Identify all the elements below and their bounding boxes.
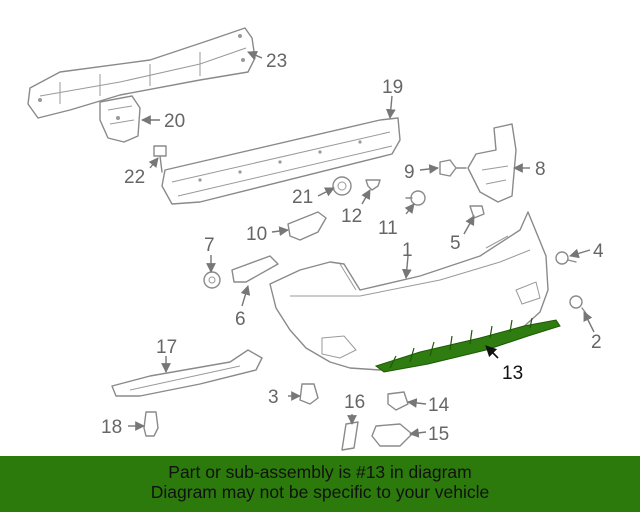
callout-12: 12 xyxy=(341,206,362,227)
callout-22: 22 xyxy=(124,167,145,188)
callout-16: 16 xyxy=(344,392,365,413)
part-18-clip xyxy=(143,411,159,437)
banner-line-disclaimer: Diagram may not be specific to your vehi… xyxy=(150,482,490,502)
part-7-fastener xyxy=(203,271,221,289)
callout-9: 9 xyxy=(404,162,415,183)
part-23-upper-reinforcement xyxy=(27,27,256,119)
part-17-lower-support xyxy=(111,349,263,397)
part-16-pad xyxy=(341,421,359,451)
part-22-bolt xyxy=(153,145,167,173)
part-2-screw xyxy=(569,295,589,317)
callout-7: 7 xyxy=(204,235,215,256)
callout-17: 17 xyxy=(156,337,177,358)
callout-19: 19 xyxy=(382,77,403,98)
callout-labels: 1 2 3 4 5 6 7 8 9 10 11 12 13 14 15 16 1… xyxy=(101,51,604,445)
info-banner: Part or sub-assembly is #13 in diagram D… xyxy=(0,456,640,512)
leader-lines xyxy=(128,50,595,438)
callout-2: 2 xyxy=(591,332,602,353)
part-9-clip xyxy=(439,159,467,177)
callout-1: 1 xyxy=(402,240,413,261)
callout-23: 23 xyxy=(266,51,287,72)
part-15-bracket xyxy=(371,423,413,447)
callout-21: 21 xyxy=(292,187,313,208)
callout-4: 4 xyxy=(593,241,604,262)
part-14-clip xyxy=(387,391,409,411)
callout-11: 11 xyxy=(378,218,398,239)
callout-20: 20 xyxy=(164,111,185,132)
part-12-clip xyxy=(365,179,381,191)
parts-diagram: 1 2 3 4 5 6 7 8 9 10 11 12 13 14 15 16 1… xyxy=(27,27,604,451)
banner-line-part: Part or sub-assembly is #13 in diagram xyxy=(168,462,472,482)
callout-13: 13 xyxy=(502,363,523,384)
callout-18: 18 xyxy=(101,417,122,438)
part-21-nut xyxy=(332,176,352,196)
part-1-bumper-cover xyxy=(269,211,549,371)
part-20-bracket xyxy=(99,95,141,143)
part-3-clip xyxy=(299,383,319,405)
callout-14: 14 xyxy=(428,395,450,416)
part-13-lower-molding xyxy=(374,317,561,373)
callout-10: 10 xyxy=(246,224,267,245)
part-19-bumper-reinforcement xyxy=(161,117,401,205)
callout-8: 8 xyxy=(535,159,546,180)
callout-6: 6 xyxy=(235,309,246,330)
part-8-side-bracket xyxy=(467,123,517,203)
callout-15: 15 xyxy=(428,424,449,445)
part-5-clip xyxy=(469,205,485,219)
part-4-screw xyxy=(555,251,577,265)
part-11-grommet xyxy=(405,190,426,206)
callout-5: 5 xyxy=(450,233,461,254)
part-6-bracket xyxy=(231,255,279,283)
callout-3: 3 xyxy=(268,387,279,408)
part-10-bracket xyxy=(287,211,327,241)
